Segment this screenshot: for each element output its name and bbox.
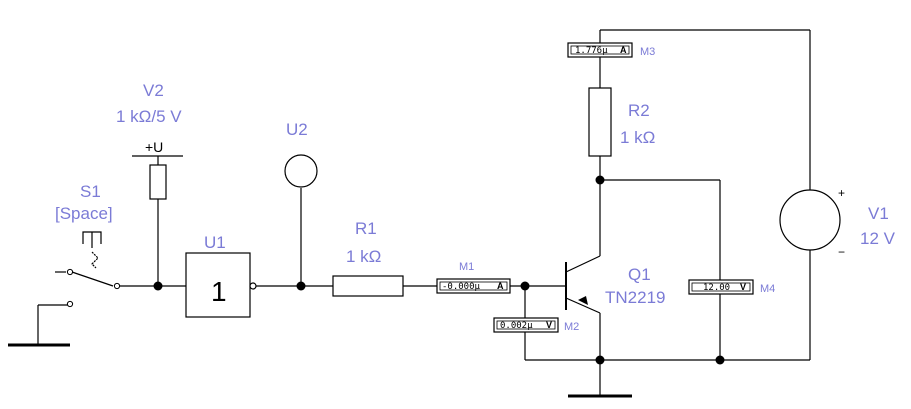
lamp-u2: U2 (284, 120, 318, 188)
junction-nodes (153, 175, 725, 365)
supply-v2: V2 1 kΩ/5 V +U (116, 81, 183, 200)
v2-terminal: +U (145, 139, 163, 155)
meter-m1[interactable]: M1 -0.000µ A (436, 261, 511, 294)
v2-name: V2 (143, 81, 164, 100)
r1-value: 1 kΩ (346, 247, 381, 266)
meter-m3[interactable]: 1.776µ A M3 (567, 42, 655, 58)
emitter-arrow-icon (578, 296, 588, 305)
v1-name: V1 (868, 204, 889, 223)
meter-m2[interactable]: 0.002µ V M2 (493, 317, 579, 333)
v1-plus: + (838, 186, 845, 200)
switch-key-label: [Space] (55, 204, 113, 223)
v1-value: 12 V (860, 229, 896, 248)
m2-name: M2 (564, 321, 579, 333)
u2-name: U2 (286, 120, 308, 139)
meter-m4[interactable]: 12.00 V M4 (688, 279, 775, 295)
m1-name: M1 (459, 261, 474, 273)
u1-name: U1 (204, 233, 226, 252)
switch-s1[interactable]: S1 [Space] (55, 182, 121, 308)
q1-name: Q1 (628, 265, 651, 284)
r2-name: R2 (628, 101, 650, 120)
r2-value: 1 kΩ (620, 128, 655, 147)
q1-model: TN2219 (605, 288, 665, 307)
resistor-r1: R1 1 kΩ (332, 219, 404, 297)
m1-unit: A (497, 281, 504, 291)
transistor-q1: Q1 TN2219 (565, 255, 665, 314)
wires (120, 29, 811, 395)
m3-name: M3 (640, 46, 655, 58)
r1-name: R1 (355, 219, 377, 238)
m2-reading: 0.002µ (500, 321, 533, 331)
m2-unit: V (546, 320, 552, 330)
source-v1: + − V1 12 V (779, 186, 896, 259)
ground-left-icon (8, 304, 70, 347)
m4-name: M4 (760, 283, 775, 295)
v1-minus: − (838, 245, 845, 259)
m1-reading: -0.000µ (442, 282, 481, 292)
m3-reading: 1.776µ (575, 46, 608, 56)
m3-unit: A (620, 45, 627, 55)
switch-label: S1 (80, 182, 101, 201)
m4-reading: 12.00 (703, 283, 730, 293)
inverter-u1: U1 1 (185, 233, 257, 318)
v2-value: 1 kΩ/5 V (116, 107, 182, 126)
u1-symbol: 1 (211, 276, 227, 307)
resistor-r2: R2 1 kΩ (588, 87, 655, 157)
m4-unit: V (740, 282, 746, 292)
